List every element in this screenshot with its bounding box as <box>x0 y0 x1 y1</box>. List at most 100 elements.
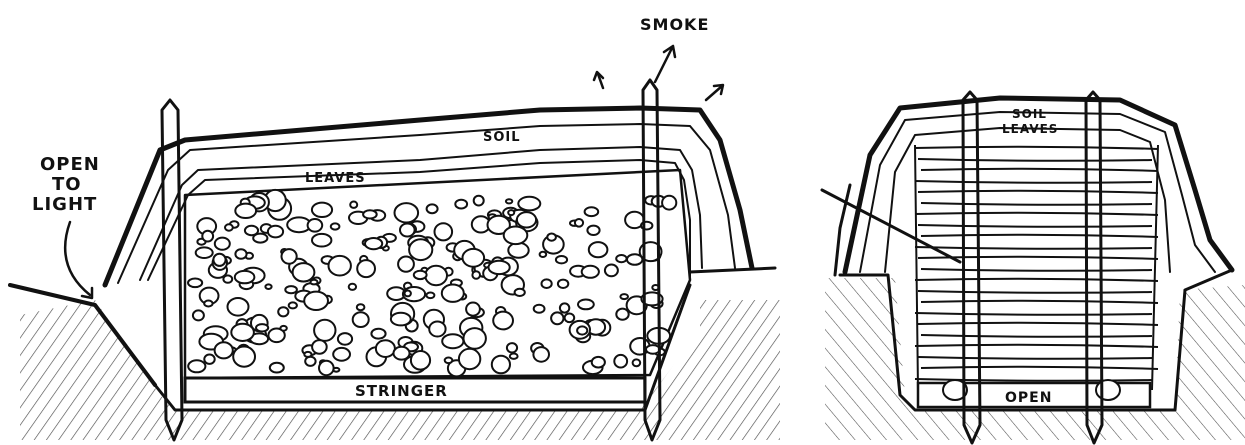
pile-chunk <box>267 327 286 344</box>
pile-chunk <box>508 352 519 360</box>
pile-chunk <box>556 278 570 289</box>
pile-chunk <box>486 214 511 235</box>
open-to-light-label-3: LIGHT <box>32 194 97 215</box>
stack-log <box>914 246 1153 250</box>
stack-log <box>917 224 1153 228</box>
pile-chunk <box>351 311 370 329</box>
pile-chunk <box>563 312 576 324</box>
pile-chunk <box>303 350 313 358</box>
pile-chunk <box>502 225 529 246</box>
pile-chunk <box>515 211 538 229</box>
pile-chunk <box>487 259 511 276</box>
smoke-arrow-icon <box>596 72 605 90</box>
pile-chunk <box>505 342 519 354</box>
pile-chunk <box>187 277 204 289</box>
pile-chunk <box>234 202 258 220</box>
stack-log <box>917 356 1153 360</box>
pile-chunk <box>457 347 482 371</box>
pile-chunk <box>626 253 644 266</box>
open-label: OPEN <box>1005 390 1052 406</box>
pile-chunk <box>399 222 416 238</box>
pile-chunk <box>213 341 234 360</box>
pile-chunk <box>640 291 664 307</box>
pile-chunk <box>490 354 511 375</box>
stack-log <box>917 290 1153 294</box>
smoke-label: SMOKE <box>640 15 709 34</box>
smoke-arrow-icon <box>704 84 724 102</box>
pile-chunk <box>355 303 366 312</box>
pile-chunk <box>440 283 465 303</box>
pile-chunk <box>213 236 231 251</box>
pile-chunk <box>243 224 260 237</box>
stack-log <box>914 180 1153 184</box>
stack-log <box>917 158 1153 162</box>
pile-chunk <box>586 224 601 237</box>
pile-chunk <box>318 359 335 377</box>
soil-mound-right <box>842 95 1235 275</box>
pile-chunk <box>409 350 432 371</box>
pile-chunk <box>550 311 565 326</box>
pile-chunk <box>280 248 298 265</box>
pile-chunk <box>412 269 428 281</box>
pile-chunk <box>428 320 447 338</box>
pile-chunk <box>462 327 487 350</box>
pile-chunk <box>661 194 678 211</box>
pile-chunk <box>425 291 436 300</box>
stack-log <box>920 202 1153 206</box>
pile-chunk <box>304 355 317 367</box>
pile-chunk <box>268 361 285 374</box>
pile-chunk <box>347 282 358 291</box>
stack-log <box>914 343 1159 348</box>
pile-chunk <box>329 222 341 231</box>
ground-right <box>825 278 1245 440</box>
pile-chunk <box>507 241 530 259</box>
stake-icon <box>961 90 982 445</box>
stack-log <box>920 233 1159 238</box>
pile-chunk <box>234 248 248 260</box>
pile-chunk <box>577 298 595 311</box>
pile-chunk <box>443 356 454 365</box>
stack-log <box>920 334 1153 338</box>
stack-log <box>914 277 1159 282</box>
pile-chunk <box>232 345 257 368</box>
pile-chunk <box>532 303 546 314</box>
pile-chunk <box>433 222 454 242</box>
pile-chunk <box>587 241 609 259</box>
stack-log <box>917 321 1159 326</box>
ground-left <box>20 300 780 440</box>
stake-icon <box>641 78 662 442</box>
pile-chunk <box>212 252 227 267</box>
pile-chunk <box>441 333 465 350</box>
open-to-light-label-1: OPEN <box>40 154 100 175</box>
pile-chunk <box>222 274 234 284</box>
pile-chunk <box>540 278 553 290</box>
stack-log <box>914 211 1159 216</box>
pile-chunk <box>538 250 548 258</box>
stack-edge <box>914 144 1159 391</box>
pile-chunk <box>507 209 516 217</box>
rock-icon <box>1095 379 1121 401</box>
pile-chunk <box>513 287 526 297</box>
pile-chunk <box>203 299 214 308</box>
stack-log <box>920 365 1159 370</box>
stack-log <box>914 145 1159 150</box>
pile-chunk <box>224 223 234 232</box>
pile-chunk <box>356 259 377 279</box>
pile-chunk <box>603 263 619 278</box>
pile-chunk <box>615 254 628 264</box>
open-to-light-label-2: TO <box>52 174 82 195</box>
soil-label-left: SOIL <box>483 130 521 145</box>
pile-chunk <box>201 229 215 243</box>
pile-chunk <box>504 198 514 205</box>
pile-chunk <box>403 289 412 298</box>
pile-chunk <box>277 306 290 318</box>
pile-chunk <box>364 237 384 251</box>
pile-chunk <box>631 358 642 368</box>
stake-icon <box>160 98 184 442</box>
pile-chunk <box>370 327 387 340</box>
stringer-label: STRINGER <box>355 382 448 400</box>
light-arrow-icon <box>63 220 92 297</box>
left-pit-section: SMOKE OPEN TO LIGHT SOIL LEAVES STRINGER <box>8 15 780 442</box>
pile-chunk <box>203 353 216 365</box>
